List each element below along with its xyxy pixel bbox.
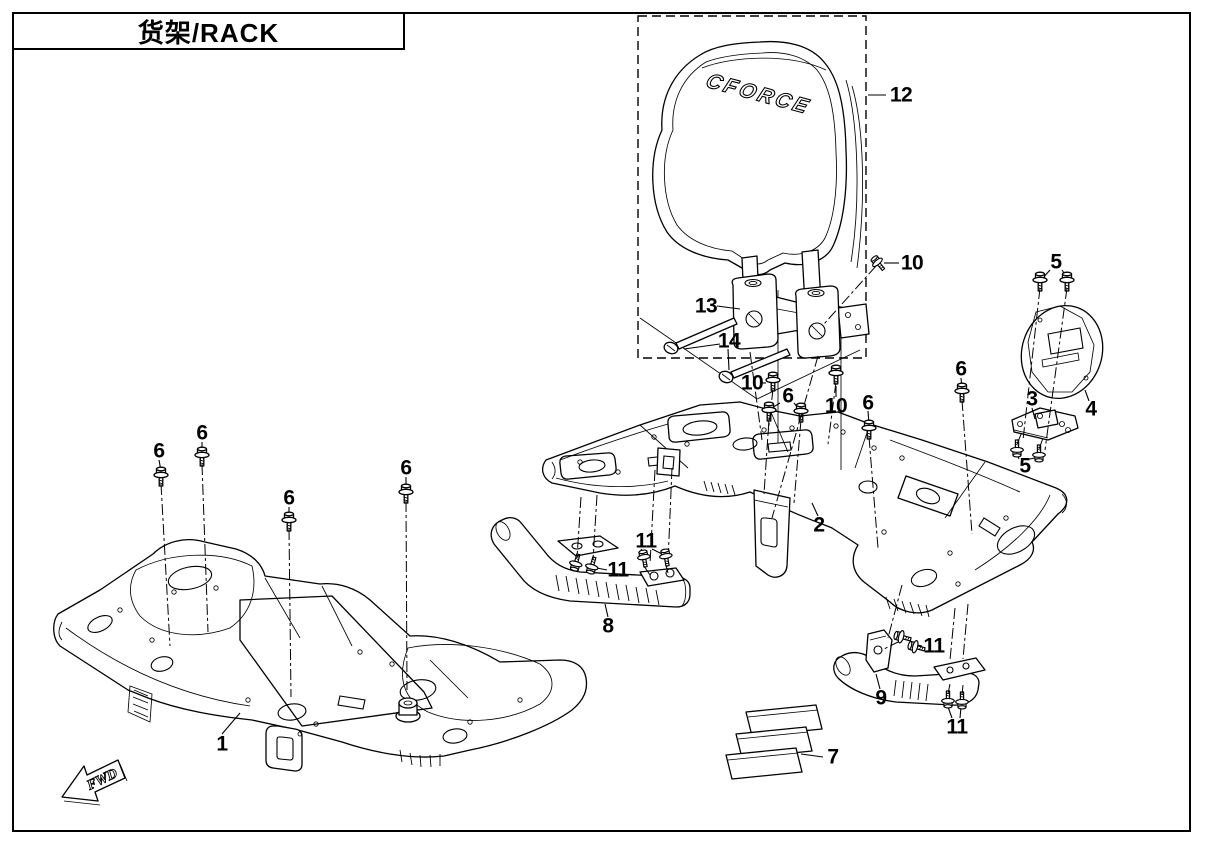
part-callout-4: 4 <box>1085 397 1097 421</box>
part-callout-10: 10 <box>900 251 924 275</box>
backrest-clamp-bracket <box>639 273 870 470</box>
rear-rack <box>541 401 1068 618</box>
side-rail-right <box>833 629 986 706</box>
round-cover-plate <box>1020 304 1104 400</box>
part-callout-10: 10 <box>740 371 764 395</box>
fwd-arrow: FWD <box>61 759 128 806</box>
page-title: 货架/RACK <box>137 17 280 48</box>
cover-mount-bracket <box>1011 407 1079 441</box>
part-callout-5: 5 <box>1019 454 1031 478</box>
part-callout-6: 6 <box>782 384 794 408</box>
part-callout-3: 3 <box>1026 387 1038 411</box>
part-callout-12: 12 <box>889 83 913 107</box>
front-rack-knob <box>395 697 421 723</box>
sticker-strips <box>725 704 823 780</box>
part-callout-6: 6 <box>153 439 165 463</box>
part-callout-6: 6 <box>955 357 967 381</box>
part-callout-5: 5 <box>1050 250 1062 274</box>
part-callout-7: 7 <box>827 745 839 769</box>
backrest-cushion: CFORCE <box>652 40 864 305</box>
title-box: 货架/RACK <box>12 12 405 50</box>
part-callout-11: 11 <box>607 558 629 582</box>
clamp-bolts <box>663 317 791 384</box>
part-callout-6: 6 <box>862 391 874 415</box>
front-rack <box>53 539 588 772</box>
part-callout-6: 6 <box>196 421 208 445</box>
side-rail-left <box>490 517 691 608</box>
assembly-center-lines <box>160 265 1068 698</box>
part-callout-11: 11 <box>946 715 968 739</box>
part-callout-6: 6 <box>283 486 295 510</box>
part-callout-6: 6 <box>400 456 412 480</box>
backrest-dashed-box <box>637 15 867 359</box>
part-callout-9: 9 <box>875 686 887 710</box>
part-callout-10: 10 <box>824 394 848 418</box>
part-callout-2: 2 <box>813 513 825 537</box>
part-callout-11: 11 <box>635 529 657 553</box>
part-callout-8: 8 <box>602 614 614 638</box>
part-callout-13: 13 <box>694 294 718 318</box>
part-callout-1: 1 <box>216 732 228 756</box>
part-callout-14: 14 <box>717 329 741 353</box>
part-callout-11: 11 <box>923 634 945 658</box>
